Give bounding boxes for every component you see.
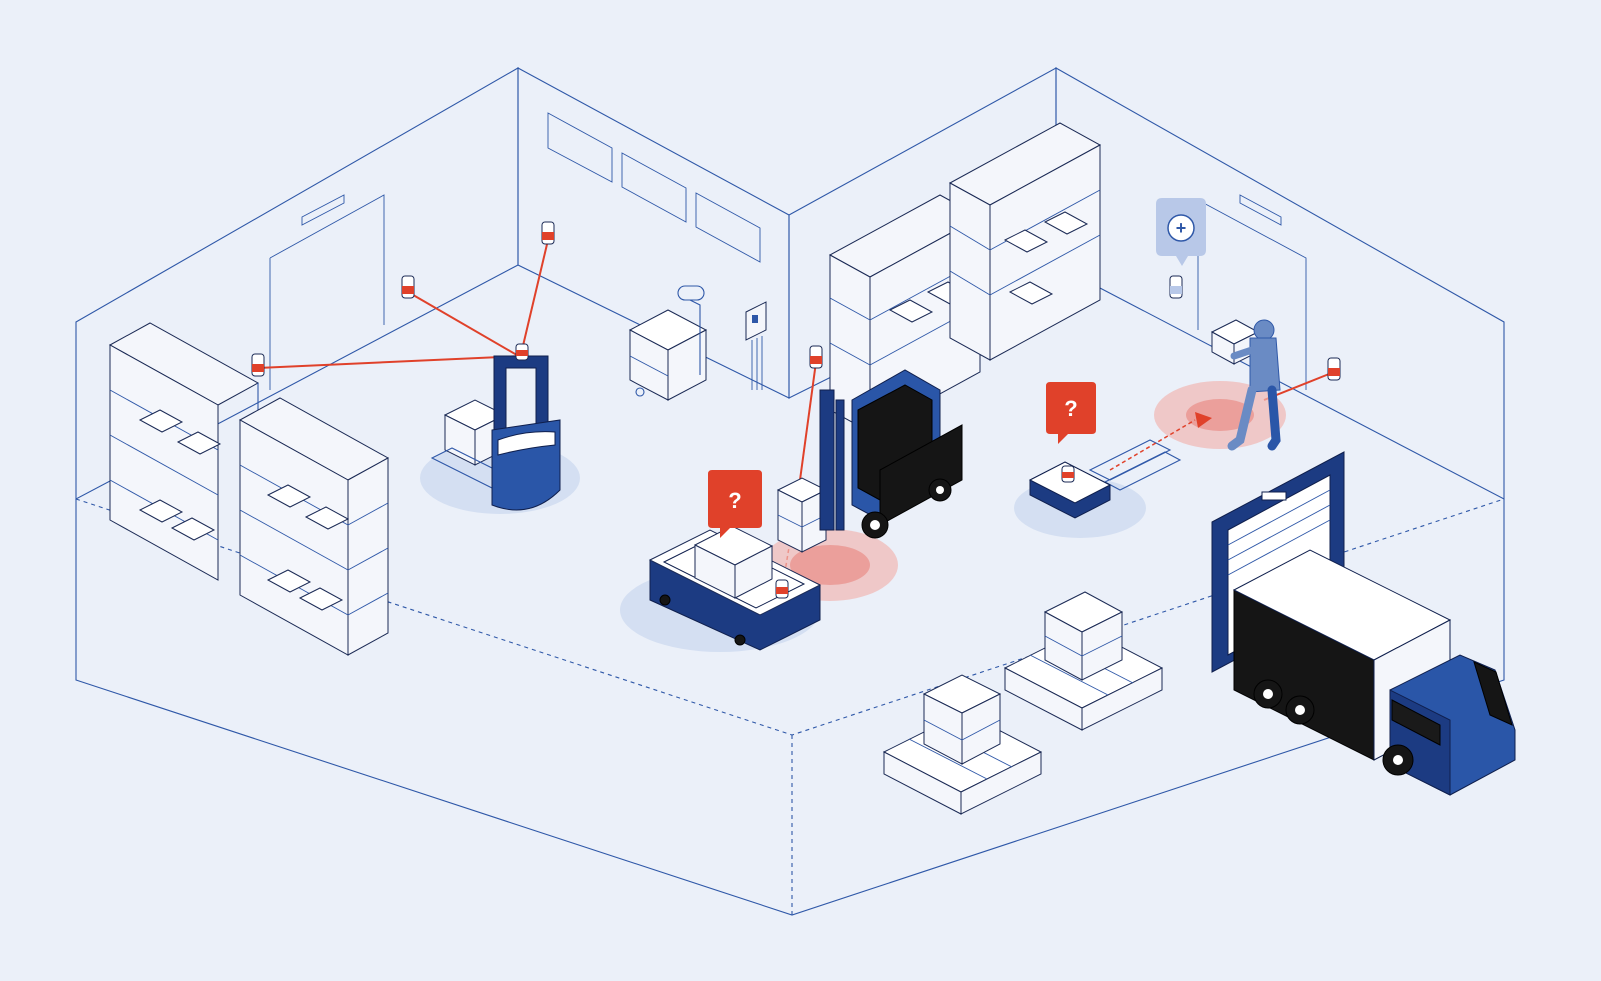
- lidar-beacons: [251, 221, 1341, 381]
- shelving-unit: [948, 122, 1102, 361]
- lidar-beacon-icon: [775, 579, 789, 599]
- delivery-truck: [1232, 549, 1516, 796]
- help-badge-icon: +: [1156, 198, 1206, 266]
- shelving-unit-left: [108, 322, 390, 656]
- lidar-beacon-icon: [541, 221, 555, 245]
- forklift-truck: [776, 369, 963, 553]
- shelving-unit: [238, 397, 390, 656]
- lidar-beacon-icon: [1061, 465, 1075, 483]
- lidar-beacon-icon: [401, 275, 415, 299]
- worker: [1210, 319, 1281, 451]
- question-mark-label: ?: [728, 488, 741, 513]
- pallet-with-boxes: [1003, 591, 1164, 731]
- lidar-beacon-icon: [1327, 357, 1341, 381]
- lidar-beacon-icon: [515, 343, 529, 361]
- autonomous-forklift: [420, 343, 580, 514]
- lidar-beacon-icon: [809, 345, 823, 369]
- electrical-panel: [745, 301, 767, 390]
- hand-truck-with-boxes: [628, 285, 708, 401]
- question-badge-icon: ?: [708, 470, 762, 538]
- lidar-beacon-icon: [1169, 275, 1183, 299]
- warehouse-walls: [75, 67, 1505, 500]
- shelving-unit: [108, 322, 260, 581]
- help-symbol-label: +: [1176, 218, 1187, 238]
- mobile-robot: [620, 525, 898, 652]
- pallet-with-boxes: [882, 674, 1043, 815]
- question-badge-icon: ?: [1046, 382, 1096, 444]
- lidar-beacon-icon: [251, 353, 265, 377]
- question-mark-label: ?: [1064, 396, 1077, 421]
